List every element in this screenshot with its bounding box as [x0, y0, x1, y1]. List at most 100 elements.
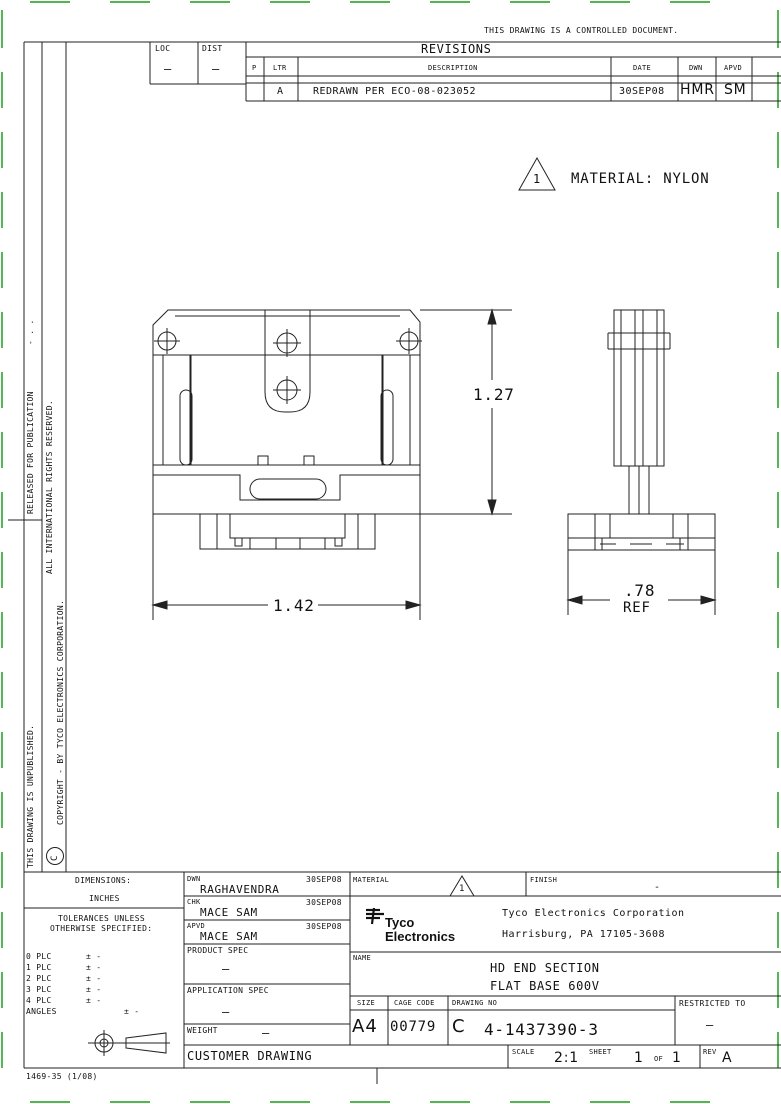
- apvd-label: APVD: [187, 922, 206, 930]
- sheet-label: SHEET: [589, 1048, 612, 1056]
- weight-value: —: [262, 1026, 270, 1040]
- cage-code-value: 00779: [390, 1019, 437, 1035]
- loc-label: LOC: [155, 44, 171, 53]
- tolerances-line2: OTHERWISE SPECIFIED:: [50, 924, 153, 933]
- drawing-no-label: DRAWING NO: [452, 999, 498, 1007]
- tol-value-1: ± -: [86, 963, 102, 972]
- title-material-flag-triangle: [449, 875, 475, 897]
- weight-label: WEIGHT: [187, 1026, 218, 1035]
- dist-label: DIST: [202, 44, 223, 53]
- copyright-symbol-letter: C: [50, 855, 60, 861]
- title-block-lines: [24, 871, 781, 1068]
- restricted-to-label: RESTRICTED TO: [679, 999, 746, 1008]
- application-spec-label: APPLICATION SPEC: [187, 986, 269, 995]
- tol-label-2: 2 PLC: [26, 974, 52, 983]
- of-value: 1: [672, 1050, 682, 1066]
- cage-code-label: CAGE CODE: [394, 999, 435, 1007]
- tol-value-3: ± -: [86, 985, 102, 994]
- rev-row-description: REDRAWN PER ECO-08-023052: [313, 86, 477, 97]
- revision-table-lines: [149, 42, 781, 102]
- name-label: NAME: [353, 954, 372, 962]
- dimensions-label: DIMENSIONS:: [75, 876, 132, 885]
- third-angle-projection-symbol: [88, 1030, 170, 1056]
- units-value: INCHES: [89, 894, 120, 903]
- rev-header-date: DATE: [633, 64, 652, 72]
- dwn-label: DWN: [187, 875, 201, 883]
- depth-dimension: .78: [624, 581, 656, 600]
- chk-label: CHK: [187, 898, 201, 906]
- product-spec-label: PRODUCT SPEC: [187, 946, 249, 955]
- tol-value-0: ± -: [86, 952, 102, 961]
- material-flag-ref: 1: [459, 884, 465, 894]
- customer-drawing-label: CUSTOMER DRAWING: [187, 1049, 313, 1063]
- product-spec-value: —: [222, 962, 230, 976]
- of-label: OF: [654, 1055, 664, 1063]
- rev-label: REV: [703, 1048, 717, 1056]
- drawing-prefix: C: [452, 1016, 466, 1037]
- dwn-date: 30SEP08: [306, 875, 342, 884]
- chk-name: MACE SAM: [200, 906, 258, 919]
- controlled-document-note: THIS DRAWING IS A CONTROLLED DOCUMENT.: [484, 26, 679, 35]
- material-flag-number: 1: [533, 172, 541, 186]
- revisions-title: REVISIONS: [421, 42, 492, 56]
- finish-value: -: [654, 882, 661, 893]
- tol-label-1: 1 PLC: [26, 963, 52, 972]
- tyco-logo-mark: [366, 907, 384, 925]
- material-flag-triangle: [518, 156, 556, 191]
- copyright-note: COPYRIGHT - BY TYCO ELECTRONICS CORPORAT…: [56, 599, 65, 825]
- form-number: 1469-35 (1/08): [26, 1072, 98, 1081]
- part-name-line2: FLAT BASE 600V: [490, 979, 600, 993]
- unpublished-note: THIS DRAWING IS UNPUBLISHED.: [26, 724, 35, 868]
- part-name-line1: HD END SECTION: [490, 961, 600, 975]
- company-address: Harrisburg, PA 17105-3608: [502, 929, 666, 940]
- rev-row-dwn: HMR: [680, 82, 715, 98]
- depth-ref-label: REF: [623, 600, 651, 616]
- height-dimension: 1.27: [473, 385, 515, 404]
- material-label: MATERIAL: [353, 876, 390, 884]
- tol-value-2: ± -: [86, 974, 102, 983]
- size-value: A4: [352, 1016, 378, 1037]
- material-note: MATERIAL: NYLON: [571, 171, 710, 187]
- logo-tyco: Tyco: [385, 915, 415, 930]
- copyright-symbol: C: [46, 847, 64, 865]
- rev-header-ltr: LTR: [273, 64, 287, 72]
- angles-value: ± -: [124, 1007, 140, 1016]
- dimension-lines: [151, 308, 717, 620]
- restricted-to-value: —: [706, 1018, 714, 1032]
- company-name: Tyco Electronics Corporation: [502, 908, 685, 919]
- rev-header-description: DESCRIPTION: [428, 64, 478, 72]
- tol-label-3: 3 PLC: [26, 985, 52, 994]
- apvd-name: MACE SAM: [200, 930, 258, 943]
- sheet-value: 1: [634, 1050, 644, 1066]
- rev-row-apvd: SM: [724, 82, 747, 98]
- tol-label-0: 0 PLC: [26, 952, 52, 961]
- front-view: [152, 309, 422, 550]
- width-dimension: 1.42: [273, 596, 315, 615]
- rev-header-dwn: DWN: [689, 64, 703, 72]
- logo-electronics: Electronics: [385, 929, 456, 944]
- apvd-date: 30SEP08: [306, 922, 342, 931]
- scale-label: SCALE: [512, 1048, 535, 1056]
- tol-value-4: ± -: [86, 996, 102, 1005]
- released-for-publication: RELEASED FOR PUBLICATION: [26, 391, 35, 514]
- rev-value: A: [722, 1050, 733, 1066]
- dwn-name: RAGHAVENDRA: [200, 883, 280, 896]
- loc-value: —: [164, 62, 172, 76]
- scale-value: 2:1: [554, 1050, 579, 1066]
- dist-value: —: [212, 62, 220, 76]
- rights-reserved: ALL INTERNATIONAL RIGHTS RESERVED.: [45, 400, 54, 574]
- tol-label-4: 4 PLC: [26, 996, 52, 1005]
- rev-header-p: P: [252, 64, 257, 72]
- chk-date: 30SEP08: [306, 898, 342, 907]
- rev-row-date: 30SEP08: [619, 86, 665, 97]
- finish-label: FINISH: [530, 876, 558, 884]
- rev-row-ltr: A: [277, 86, 284, 97]
- side-view: [567, 309, 716, 551]
- rev-header-apvd: APVD: [724, 64, 743, 72]
- size-label: SIZE: [357, 999, 376, 1007]
- angles-label: ANGLES: [26, 1007, 57, 1016]
- application-spec-value: —: [222, 1005, 230, 1019]
- release-marks: - . .: [26, 319, 35, 345]
